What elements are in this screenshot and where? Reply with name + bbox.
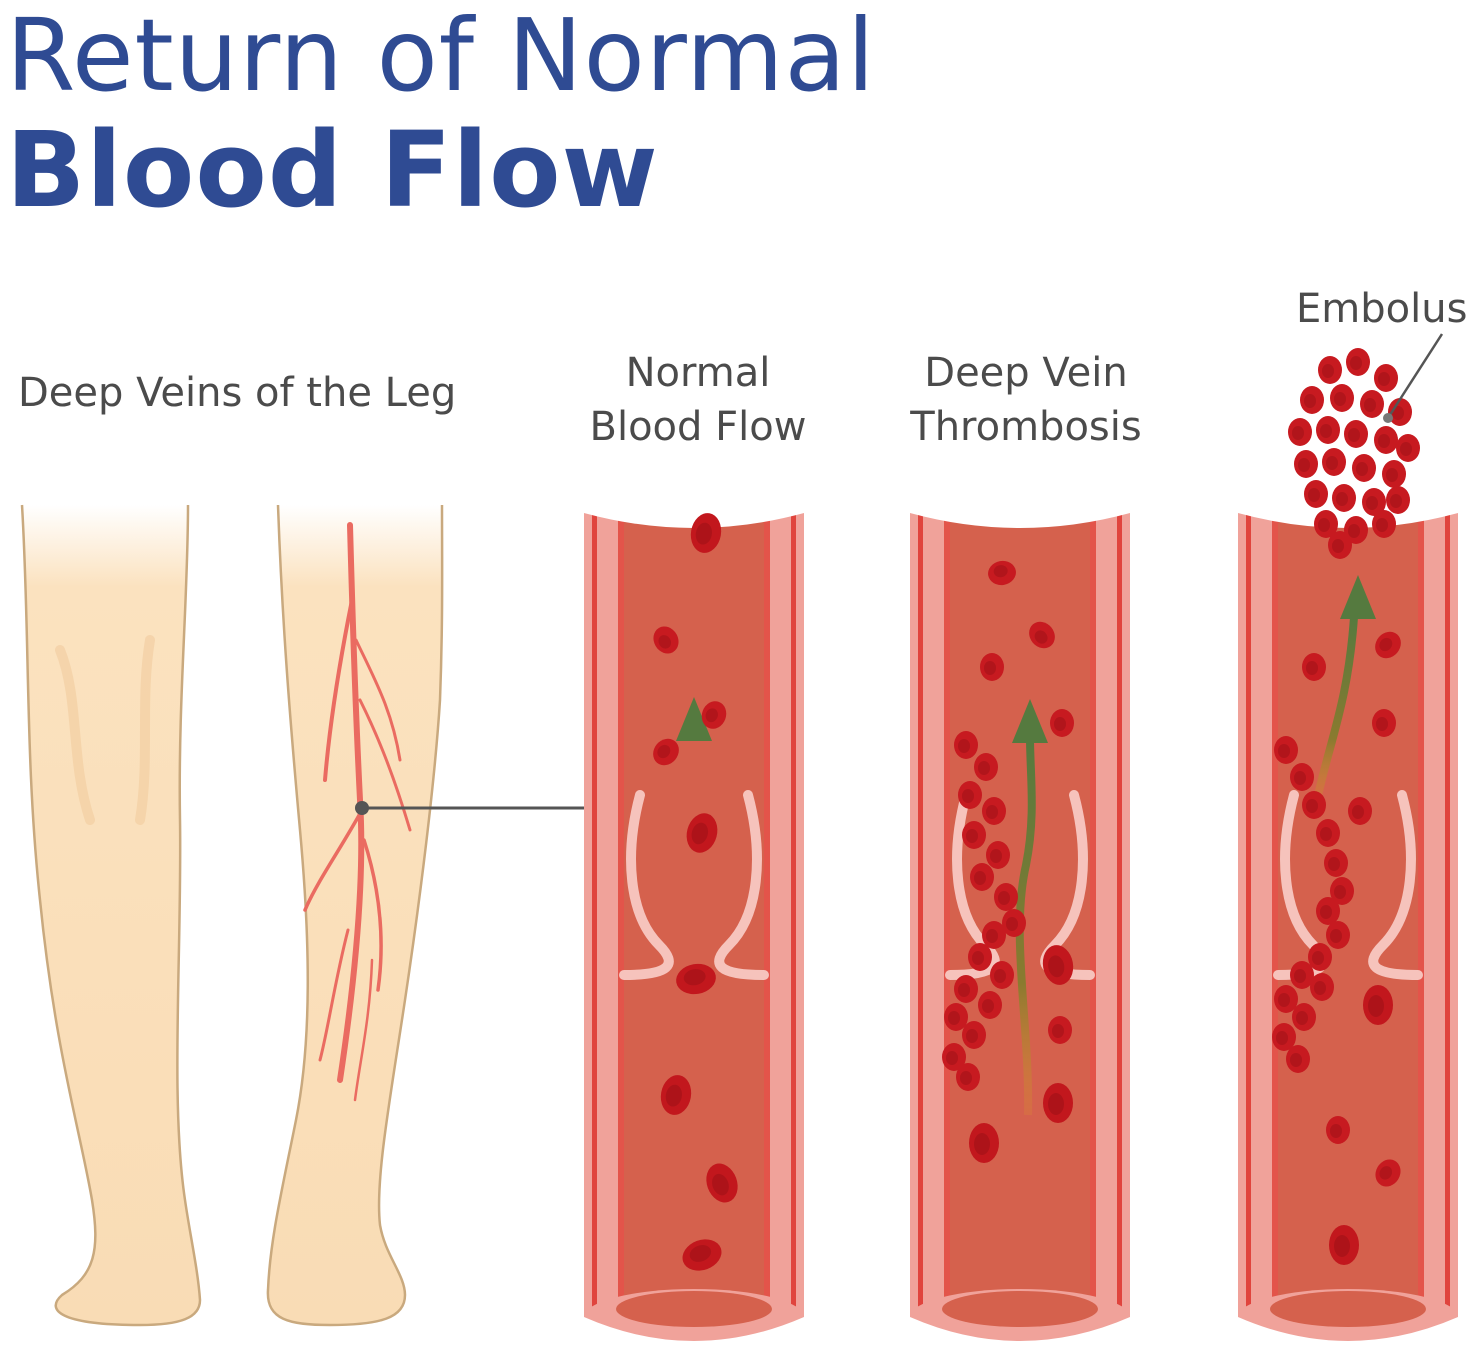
label-normal-flow: Normal Blood Flow — [578, 346, 818, 454]
flow-arrow-icon-3 — [1312, 616, 1358, 806]
title-line-1: Return of Normal — [6, 0, 876, 114]
label-deep-veins-text: Deep Veins of the Leg — [18, 370, 457, 416]
label-embolus-text: Embolus — [1296, 286, 1468, 332]
label-dvt: Deep Vein Thrombosis — [898, 346, 1154, 454]
label-dvt-line1: Deep Vein — [924, 350, 1128, 396]
label-normal-line1: Normal — [625, 350, 771, 396]
leg-veins-icon — [266, 504, 444, 1327]
embolus-icon — [1288, 333, 1444, 559]
vessel-normal — [584, 505, 804, 1350]
label-deep-veins: Deep Veins of the Leg — [18, 366, 456, 420]
label-dvt-line2: Thrombosis — [910, 404, 1142, 450]
label-normal-line2: Blood Flow — [589, 404, 807, 450]
leg-back-icon — [20, 504, 202, 1327]
flow-arrow-icon-2 — [1015, 736, 1036, 1116]
vessel-dvt — [910, 505, 1130, 1350]
title-line-2: Blood Flow — [6, 109, 659, 231]
label-embolus: Embolus — [1296, 282, 1467, 336]
vessel-embolus — [1238, 505, 1458, 1350]
